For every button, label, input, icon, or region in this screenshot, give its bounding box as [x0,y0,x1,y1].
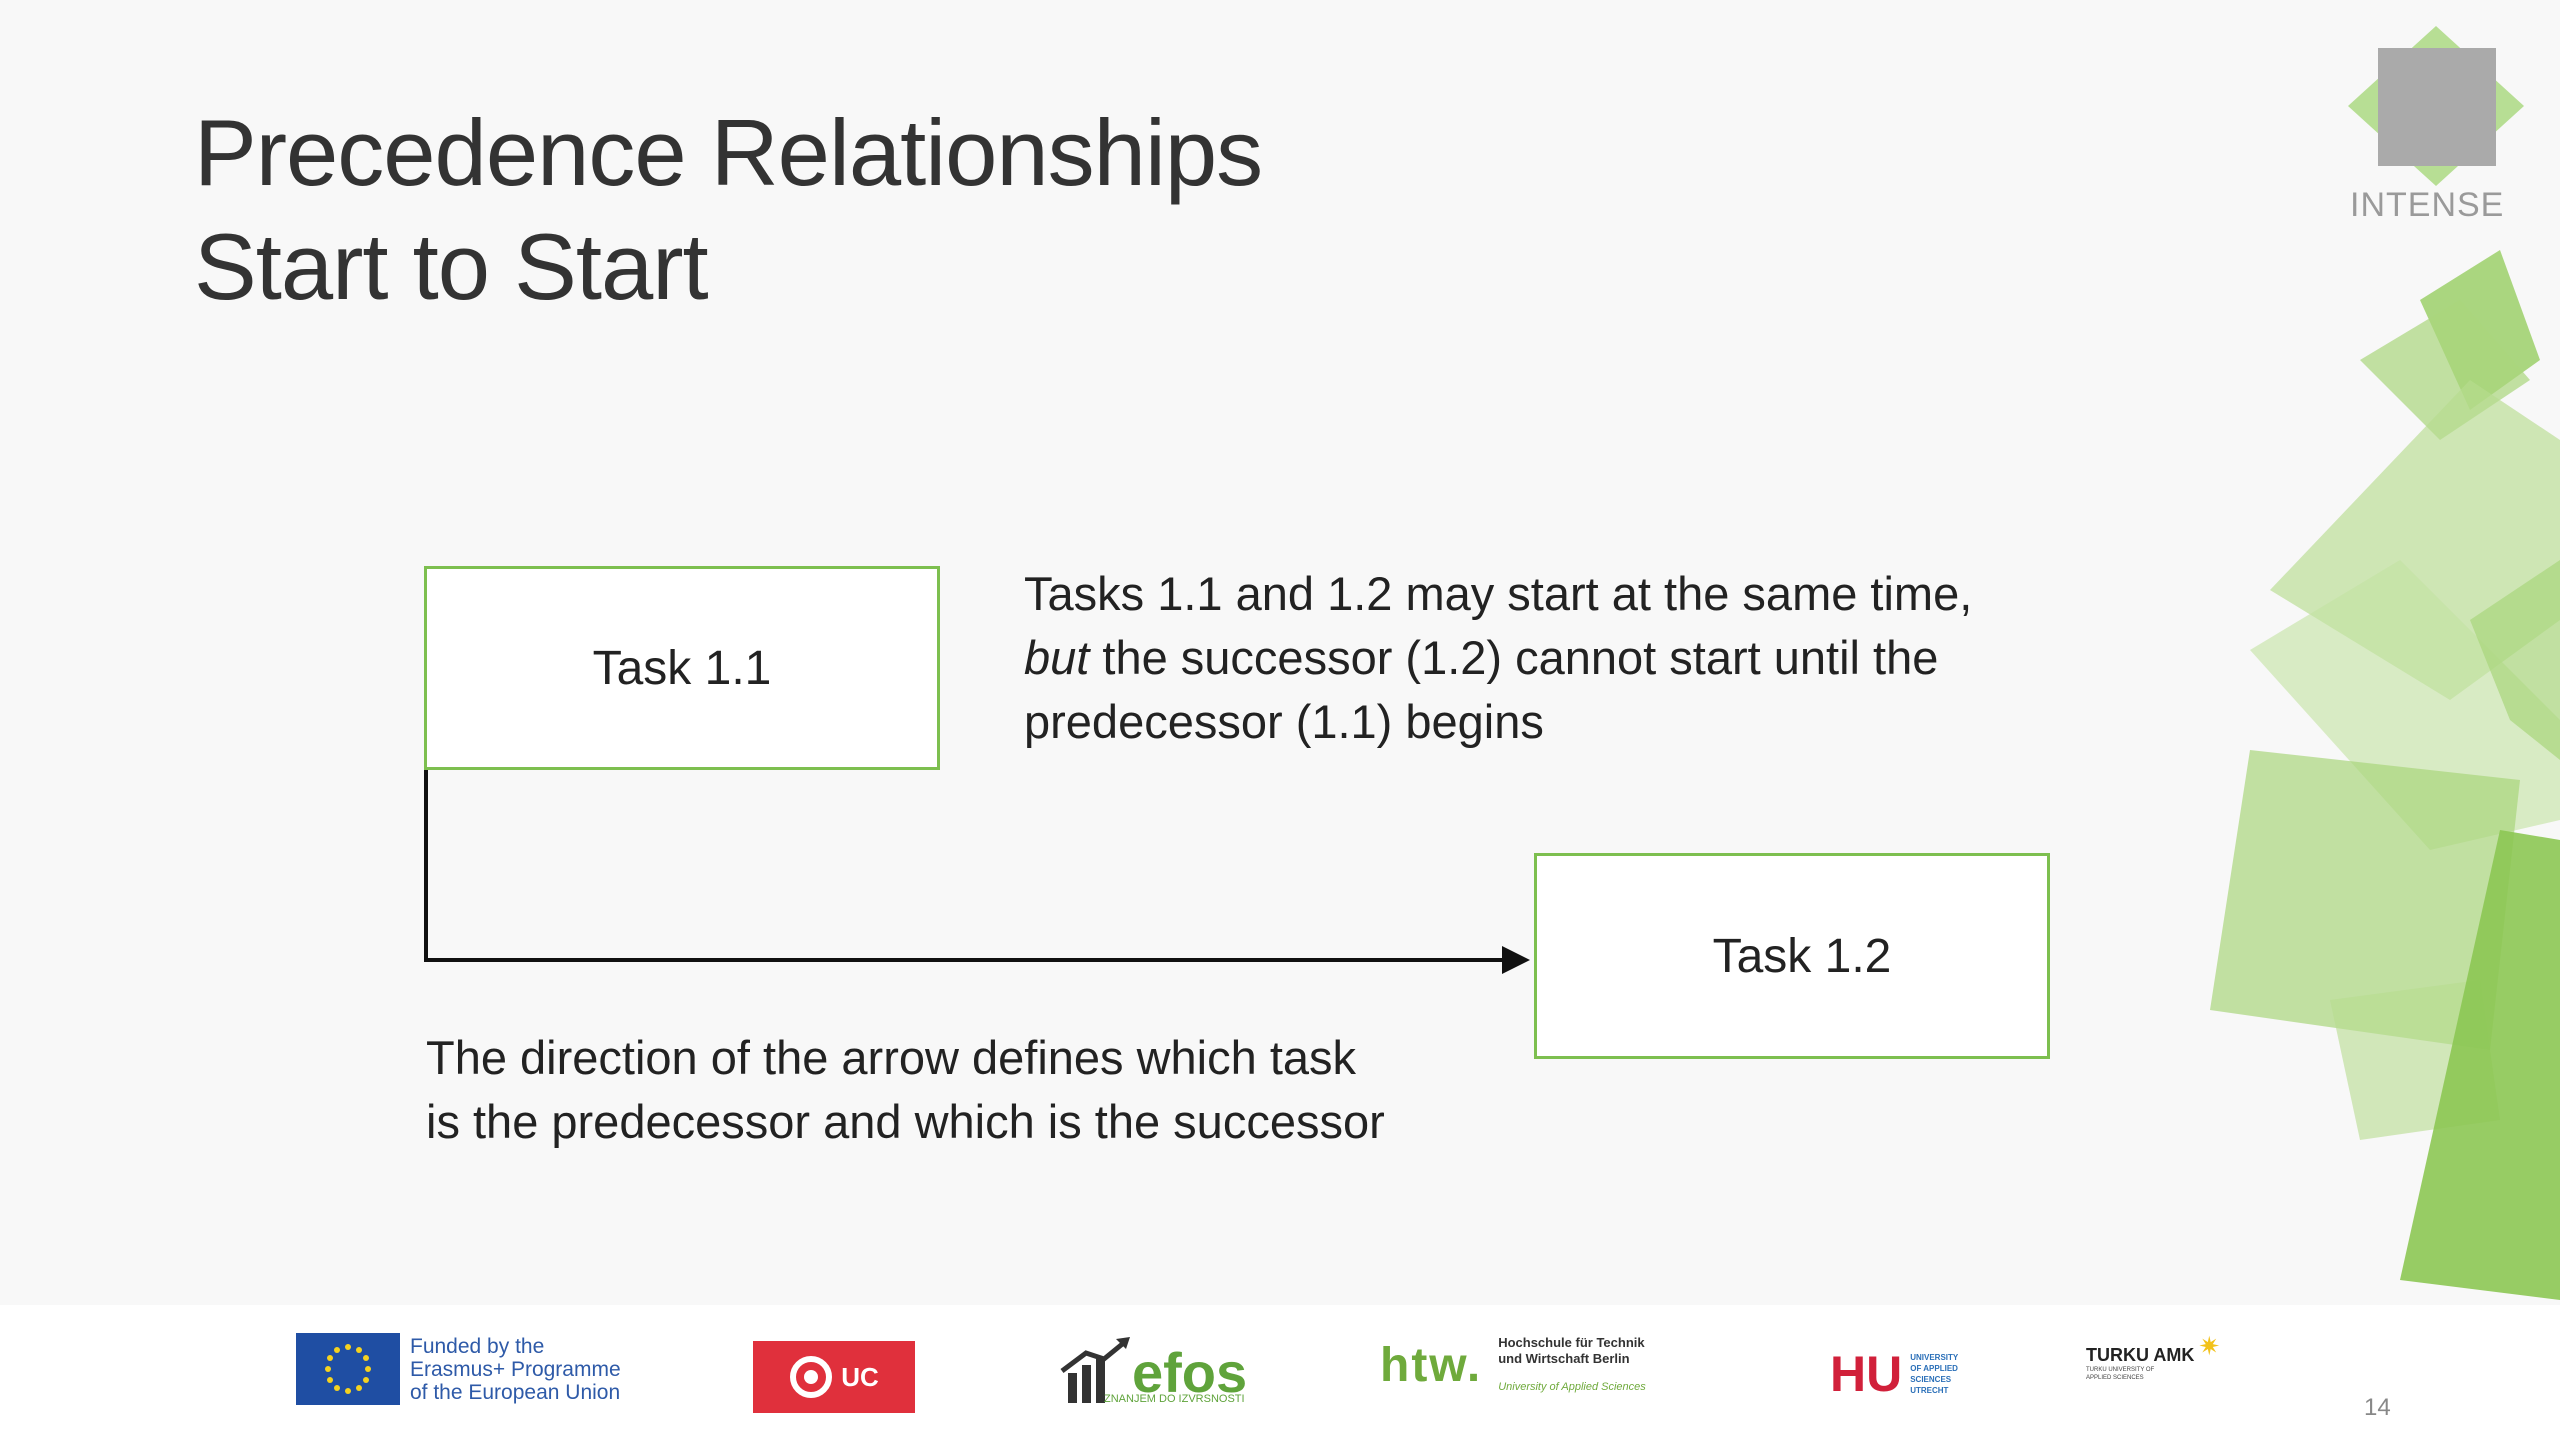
turku-amk-logo: TURKU AMK ✷ TURKU UNIVERSITY OF APPLIED … [2086,1331,2220,1382]
sun-icon: ✷ [2198,1331,2221,1361]
task-box-1-1-label: Task 1.1 [592,641,772,695]
title-line-1: Precedence Relationships [194,100,1263,205]
task-box-1-2: Task 1.2 [1534,853,2050,1059]
eu-text-line-2: Erasmus+ Programme [410,1357,621,1381]
erasmus-logo: Funded by the Erasmus+ Programme of the … [296,1333,621,1405]
note-bottom-line-2: is the predecessor and which is the succ… [426,1095,1385,1148]
turku-logo-text: TURKU AMK [2086,1345,2195,1365]
page-title: Precedence Relationships Start to Start [194,96,1263,324]
efos-logo-text: efos [1132,1340,1248,1404]
efos-logo: efos ZNANJEM DO IZVRSNOSTI [1060,1327,1250,1417]
decorative-green-shapes [2210,250,2560,1300]
htw-berlin-logo: htw. Hochschule für Technik und Wirtscha… [1380,1335,1646,1395]
hu-logo-mark: HU [1830,1346,1903,1402]
note-arrow-direction: The direction of the arrow defines which… [426,1026,1426,1154]
hu-text-line-3: SCIENCES [1910,1375,1952,1384]
htw-text-line-1: Hochschule für Technik [1498,1335,1645,1350]
note-top-line-2: but the successor (1.2) cannot start unt… [1024,626,2024,690]
htw-logo-text: Hochschule für Technik und Wirtschaft Be… [1498,1335,1646,1395]
ucll-circle-icon [790,1356,833,1398]
turku-sub-line-1: TURKU UNIVERSITY OF [2086,1367,2155,1373]
note-emphasis: but [1024,631,1090,684]
eu-text-line-3: of the European Union [410,1380,621,1404]
title-line-2: Start to Start [194,214,709,319]
partner-logo-footer: Funded by the Erasmus+ Programme of the … [0,1305,2560,1440]
hu-utrecht-logo: HU UNIVERSITY OF APPLIED SCIENCES UTRECH… [1830,1345,1958,1403]
hu-text-line-1: UNIVERSITY [1910,1353,1959,1362]
intense-logo-icon [2348,26,2524,186]
note-bottom-line-1: The direction of the arrow defines which… [426,1031,1357,1084]
page-number: 14 [2364,1394,2391,1421]
note-precedence-explanation: Tasks 1.1 and 1.2 may start at the same … [1024,562,2024,754]
note-top-line-2-rest: the successor (1.2) cannot start until t… [1089,631,1939,684]
start-to-start-arrow [424,770,1530,974]
efos-slogan: ZNANJEM DO IZVRSNOSTI [1104,1393,1245,1405]
ucll-logo-text: UC [841,1361,879,1392]
htw-text-line-2: und Wirtschaft Berlin [1498,1351,1630,1366]
hu-text-line-4: UTRECHT [1910,1386,1949,1395]
note-top-line-1: Tasks 1.1 and 1.2 may start at the same … [1024,567,1973,620]
task-box-1-1: Task 1.1 [424,566,940,770]
intense-logo-text: INTENSE [2350,186,2505,224]
ucll-logo: UC [753,1341,915,1413]
task-box-1-2-label: Task 1.2 [1712,929,1892,983]
efos-chart-icon [1060,1337,1130,1403]
erasmus-logo-text: Funded by the Erasmus+ Programme of the … [410,1335,621,1404]
hu-logo-text: UNIVERSITY OF APPLIED SCIENCES UTRECHT [1910,1352,1958,1396]
eu-text-line-1: Funded by the [410,1334,545,1358]
htw-logo-mark: htw. [1380,1338,1483,1392]
note-top-line-3: predecessor (1.1) begins [1024,695,1544,748]
slide-canvas: INTENSE Precedence Relationships Start t… [194,26,2560,1300]
eu-flag-icon [296,1333,400,1405]
hu-text-line-2: OF APPLIED [1910,1364,1958,1373]
turku-sub-line-2: APPLIED SCIENCES [2086,1375,2144,1381]
htw-text-line-3: University of Applied Sciences [1498,1381,1646,1393]
ucll-logo-mark: UC [753,1341,915,1413]
